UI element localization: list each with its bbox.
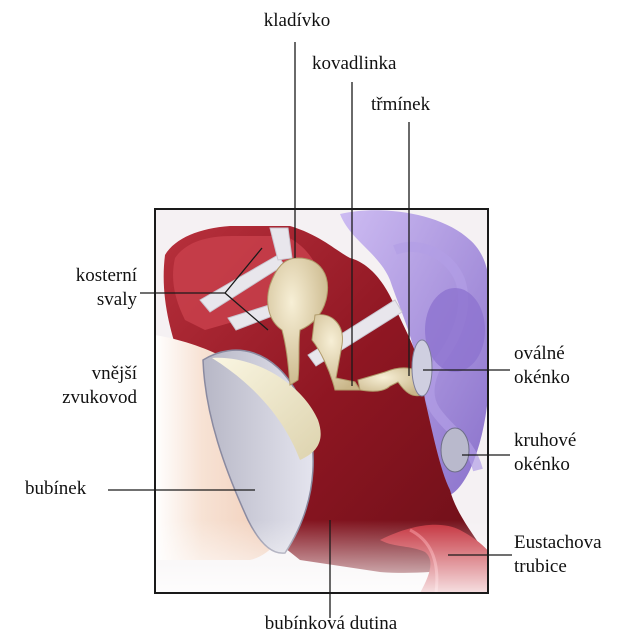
anatomy-illustration xyxy=(155,209,495,593)
label-tympanic-membrane: bubínek xyxy=(25,477,86,501)
label-outer-ear-canal-line1: vnější xyxy=(20,362,137,386)
label-eustachian-tube-line2: trubice xyxy=(514,555,602,579)
oval-window xyxy=(412,340,432,396)
round-window xyxy=(441,428,469,472)
label-oval-window: oválné okénko xyxy=(514,342,570,390)
label-malleus: kladívko xyxy=(255,9,339,33)
label-round-window: kruhové okénko xyxy=(514,429,576,477)
label-tympanic-cavity: bubínková dutina xyxy=(246,612,416,636)
label-skeletal-muscles-line1: kosterní xyxy=(20,264,137,288)
label-oval-window-line2: okénko xyxy=(514,366,570,390)
label-round-window-line2: okénko xyxy=(514,453,576,477)
label-skeletal-muscles: kosterní svaly xyxy=(20,264,137,312)
label-outer-ear-canal-line2: zvukovod xyxy=(20,386,137,410)
label-skeletal-muscles-line2: svaly xyxy=(20,288,137,312)
label-outer-ear-canal: vnější zvukovod xyxy=(20,362,137,410)
label-stapes: třmínek xyxy=(371,93,430,117)
label-eustachian-tube: Eustachova trubice xyxy=(514,531,602,579)
label-eustachian-tube-line1: Eustachova xyxy=(514,531,602,555)
label-round-window-line1: kruhové xyxy=(514,429,576,453)
label-oval-window-line1: oválné xyxy=(514,342,570,366)
label-incus: kovadlinka xyxy=(312,52,396,76)
